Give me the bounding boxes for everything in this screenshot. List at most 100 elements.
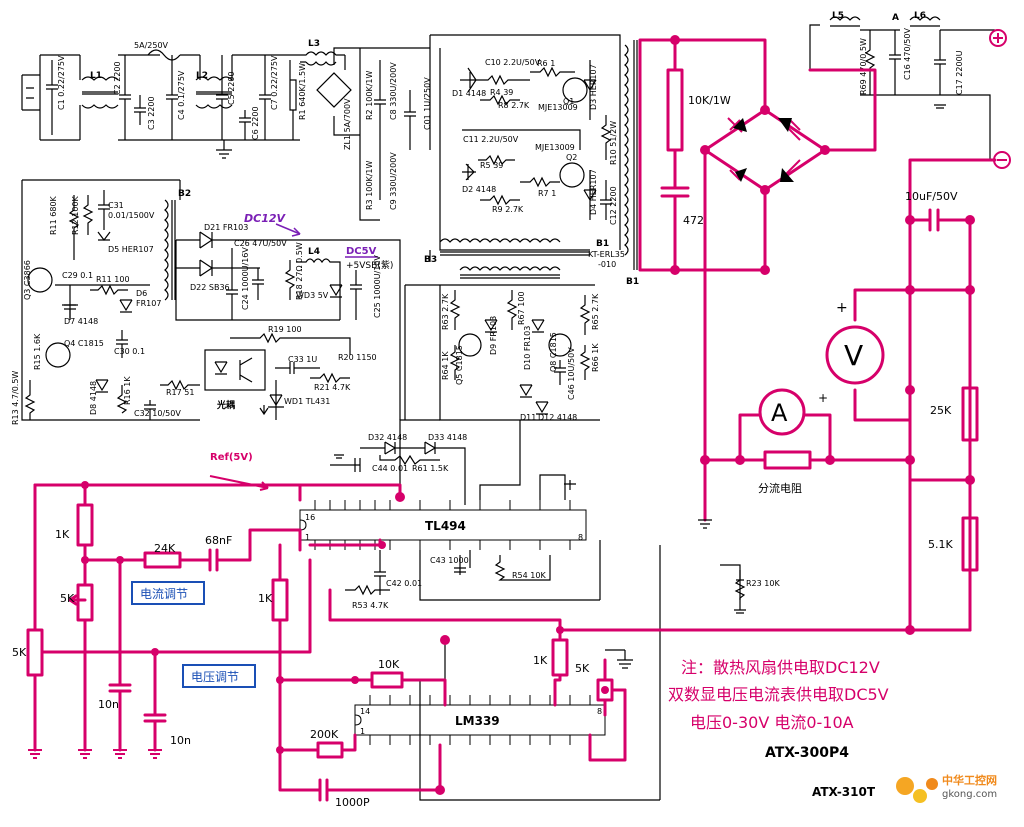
voltmeter-symbol: V bbox=[844, 339, 863, 372]
c01-label: C01 1U/250V bbox=[423, 77, 432, 130]
r11b-label: R11 100 bbox=[96, 275, 130, 284]
d6b-label: FR107 bbox=[136, 299, 161, 308]
r53-label: R53 4.7K bbox=[352, 601, 389, 610]
mje2-label: MJE13009 bbox=[535, 143, 575, 152]
c29-label: C29 0.1 bbox=[62, 271, 93, 280]
r10k1w-label: 10K/1W bbox=[688, 94, 731, 107]
q2-transistor bbox=[559, 162, 585, 188]
control-wiring: Ref(5V) 1K 5K 5K 24K 68nF 1K 10n 10n 10K… bbox=[12, 452, 972, 809]
current-adjust-box bbox=[131, 581, 205, 605]
zl1-label: ZL1 5A/700V bbox=[343, 98, 352, 150]
c3-label: C3 2200 bbox=[147, 96, 156, 130]
c42-label: C42 0.01 bbox=[386, 579, 422, 588]
c46-label: C46 10U/50V bbox=[567, 347, 576, 400]
r66-label: R66 1K bbox=[591, 343, 600, 372]
shunt-label: 分流电阻 bbox=[758, 481, 802, 495]
current-adjust-label: 电流调节 bbox=[140, 587, 188, 601]
d7-label: D7 4148 bbox=[64, 317, 98, 326]
r18-label: R18 27Ω 0.5W bbox=[295, 242, 304, 300]
c11-label: C11 2.2U/50V bbox=[463, 135, 519, 144]
r19-label: R19 100 bbox=[268, 325, 302, 334]
c4-label: C4 0.1/275V bbox=[177, 70, 186, 120]
lm339-pin8: 8 bbox=[597, 707, 602, 716]
c10n1-label: 10n bbox=[98, 698, 119, 711]
c24-label: C24 1000U/16V bbox=[241, 247, 250, 310]
c10uf-label: 10uF/50V bbox=[905, 190, 958, 203]
b2-label: B2 bbox=[178, 189, 191, 199]
r4-label: R4 39 bbox=[490, 88, 513, 97]
l6-label: L6 bbox=[914, 11, 926, 21]
tl494-section: TL494 16 1 8 C43 1000 R54 10K C42 0.01 R… bbox=[299, 419, 780, 614]
logo-text: 中华工控网 bbox=[942, 773, 997, 787]
r5-label: R5 39 bbox=[480, 161, 503, 170]
r63-label: R63 2.7K bbox=[441, 293, 450, 330]
gkong-logo: 中华工控网 gkong.com bbox=[896, 773, 997, 803]
d3-label: D3 HER107 bbox=[589, 64, 598, 110]
r1k-label: 1K bbox=[55, 528, 70, 541]
ammeter-plus: + bbox=[818, 391, 828, 405]
l1-label: L1 bbox=[90, 71, 102, 81]
r5k3-label: 5K bbox=[575, 662, 590, 675]
q4-transistor bbox=[45, 342, 71, 368]
c8-label: C8 330U/200V bbox=[389, 62, 398, 120]
r7-label: R7 1 bbox=[538, 189, 556, 198]
c17-label: C17 2200U bbox=[955, 50, 964, 95]
c5-label: C5 2200 bbox=[227, 71, 236, 105]
d11-label: D11 bbox=[520, 413, 536, 422]
c7-label: C7 0.22/275V bbox=[270, 55, 279, 110]
c2-label: C2 2200 bbox=[113, 61, 122, 95]
r65-label: R65 2.7K bbox=[591, 293, 600, 330]
c33-label: C33 1U bbox=[288, 355, 317, 364]
r12-label: R12 100K bbox=[71, 195, 80, 235]
r11-label: R11 680K bbox=[49, 195, 58, 235]
l2-label: L2 bbox=[196, 71, 208, 81]
dc-output-section: DC12V DC5V +5VSB(紫) D21 FR103 D22 SB36 C… bbox=[175, 212, 401, 420]
kt-label: KT-ERL35 bbox=[588, 250, 625, 259]
r13-label: R13 4.7/0.5W bbox=[11, 371, 20, 425]
r6-label: R6 1 bbox=[537, 59, 555, 68]
dc5v-label: DC5V bbox=[346, 246, 377, 257]
r20-label: R20 1150 bbox=[338, 353, 377, 362]
tl494-pin1: 1 bbox=[305, 533, 310, 542]
q2-label: Q2 bbox=[566, 153, 577, 162]
c31-label: C31 bbox=[108, 201, 124, 210]
wd3-label: WD3 5V bbox=[296, 291, 329, 300]
r21-label: R21 4.7K bbox=[314, 383, 351, 392]
r15-label: R15 1.6K bbox=[33, 333, 42, 370]
r2-label: R2 100K/1W bbox=[365, 71, 374, 120]
lm339-chip bbox=[354, 704, 606, 736]
q3-label: Q3 C3866 bbox=[23, 260, 32, 300]
c16-label: C16 470/50V bbox=[903, 28, 912, 80]
r5k-label: 5K bbox=[60, 592, 75, 605]
r25k-label: 25K bbox=[930, 404, 952, 417]
r64-label: R64 1K bbox=[441, 351, 450, 380]
d33-label: D33 4148 bbox=[428, 433, 467, 442]
lm339-section: LM339 14 1 8 bbox=[354, 545, 661, 801]
voltage-adjust-label: 电压调节 bbox=[191, 670, 239, 684]
c30-label: C30 0.1 bbox=[114, 347, 145, 356]
c68n-label: 68nF bbox=[205, 534, 232, 547]
d4-label: D4 HER107 bbox=[589, 169, 598, 215]
d12-label: D12 4148 bbox=[538, 413, 577, 422]
q1-label: Q1 bbox=[563, 97, 574, 106]
tl494-pin16: 16 bbox=[305, 513, 315, 522]
opto-label: 光耦 bbox=[216, 399, 235, 411]
voltmeter bbox=[825, 325, 885, 385]
r3-label: R3 100K/1W bbox=[365, 161, 374, 210]
model-atx300p4: ATX-300P4 bbox=[765, 745, 849, 761]
r16-label: R16 1K bbox=[123, 376, 132, 405]
r61-label: R61 1.5K bbox=[412, 464, 449, 473]
c1-label: C1 0.22/275V bbox=[57, 55, 66, 110]
r5k2-label: 5K bbox=[12, 646, 27, 659]
q3-transistor bbox=[27, 267, 53, 293]
bridge-rectifier-zl1 bbox=[316, 72, 352, 108]
r17-label: R17 51 bbox=[166, 388, 194, 397]
q5-label: Q5 C1815 bbox=[455, 345, 464, 385]
c32-label: C32 10/50V bbox=[134, 409, 181, 418]
d21-label: D21 FR103 bbox=[204, 223, 248, 232]
c10-label: C10 2.2U/50V bbox=[485, 58, 541, 67]
d9-label: D9 FR103 bbox=[489, 316, 498, 355]
voltmeter-plus: + bbox=[836, 300, 848, 316]
c43-label: C43 1000 bbox=[430, 556, 469, 565]
aux-supply-section: R11 680K R12 100K C31 0.01/1500V D5 HER1… bbox=[11, 179, 266, 425]
